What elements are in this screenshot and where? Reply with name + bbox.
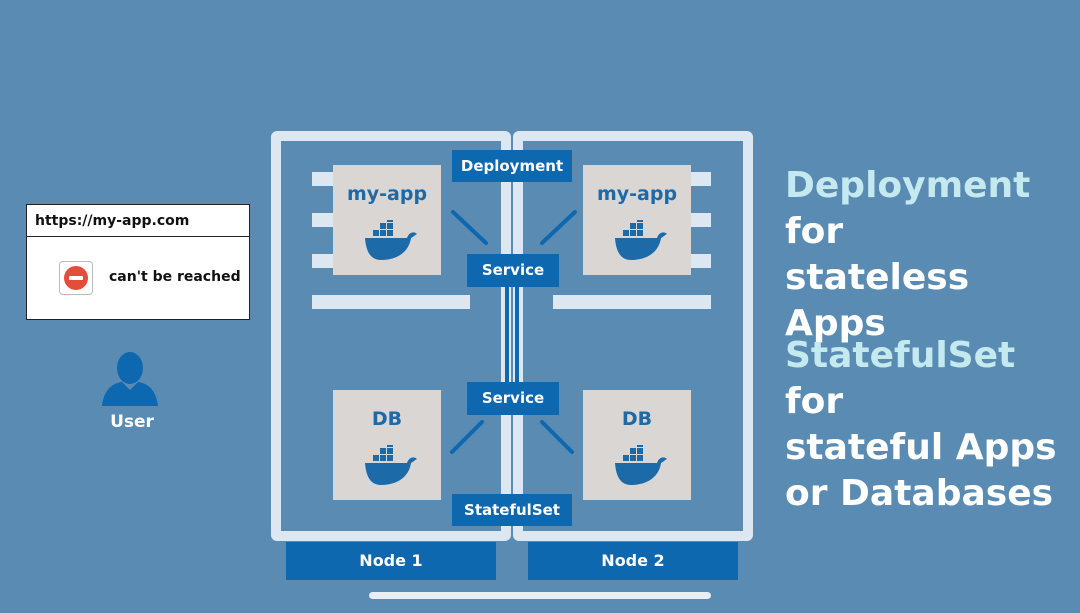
service-tag-bottom: Service bbox=[467, 382, 559, 415]
pod-label: my-app bbox=[596, 183, 678, 205]
deployment-highlight: Deployment bbox=[785, 165, 1031, 206]
deployment-tag: Deployment bbox=[452, 150, 572, 182]
statefulset-caption: StatefulSet for stateful Apps or Databas… bbox=[785, 335, 1057, 514]
shelf bbox=[691, 254, 711, 268]
pod-label: DB bbox=[621, 408, 653, 430]
no-entry-icon bbox=[59, 261, 93, 295]
docker-whale-icon bbox=[615, 220, 667, 260]
shelf bbox=[691, 172, 711, 186]
app-pod-left: my-app bbox=[333, 165, 441, 275]
shelf bbox=[312, 172, 334, 186]
node1-label: Node 1 bbox=[286, 542, 496, 580]
node2-label: Node 2 bbox=[528, 542, 738, 580]
docker-whale-icon bbox=[615, 445, 667, 485]
docker-whale-icon bbox=[365, 445, 417, 485]
shelf bbox=[312, 213, 334, 227]
browser-window: https://my-app.com can't be reached bbox=[26, 204, 250, 320]
deployment-caption: Deployment for stateless Apps bbox=[785, 165, 1031, 344]
service-tag-top: Service bbox=[467, 254, 559, 287]
statefulset-highlight: StatefulSet bbox=[785, 335, 1016, 376]
home-indicator[interactable] bbox=[369, 592, 711, 599]
user-label: User bbox=[110, 412, 154, 432]
docker-whale-icon bbox=[365, 220, 417, 260]
shelf bbox=[312, 254, 334, 268]
shelf bbox=[553, 295, 711, 309]
user-icon bbox=[102, 352, 158, 406]
error-message: can't be reached bbox=[109, 269, 241, 285]
shelf bbox=[312, 295, 470, 309]
address-bar[interactable]: https://my-app.com bbox=[27, 205, 249, 237]
pod-label: DB bbox=[371, 408, 403, 430]
shelf bbox=[691, 213, 711, 227]
db-pod-right: DB bbox=[583, 390, 691, 500]
statefulset-tag: StatefulSet bbox=[452, 494, 572, 526]
pod-label: my-app bbox=[346, 183, 428, 205]
db-pod-left: DB bbox=[333, 390, 441, 500]
app-pod-right: my-app bbox=[583, 165, 691, 275]
